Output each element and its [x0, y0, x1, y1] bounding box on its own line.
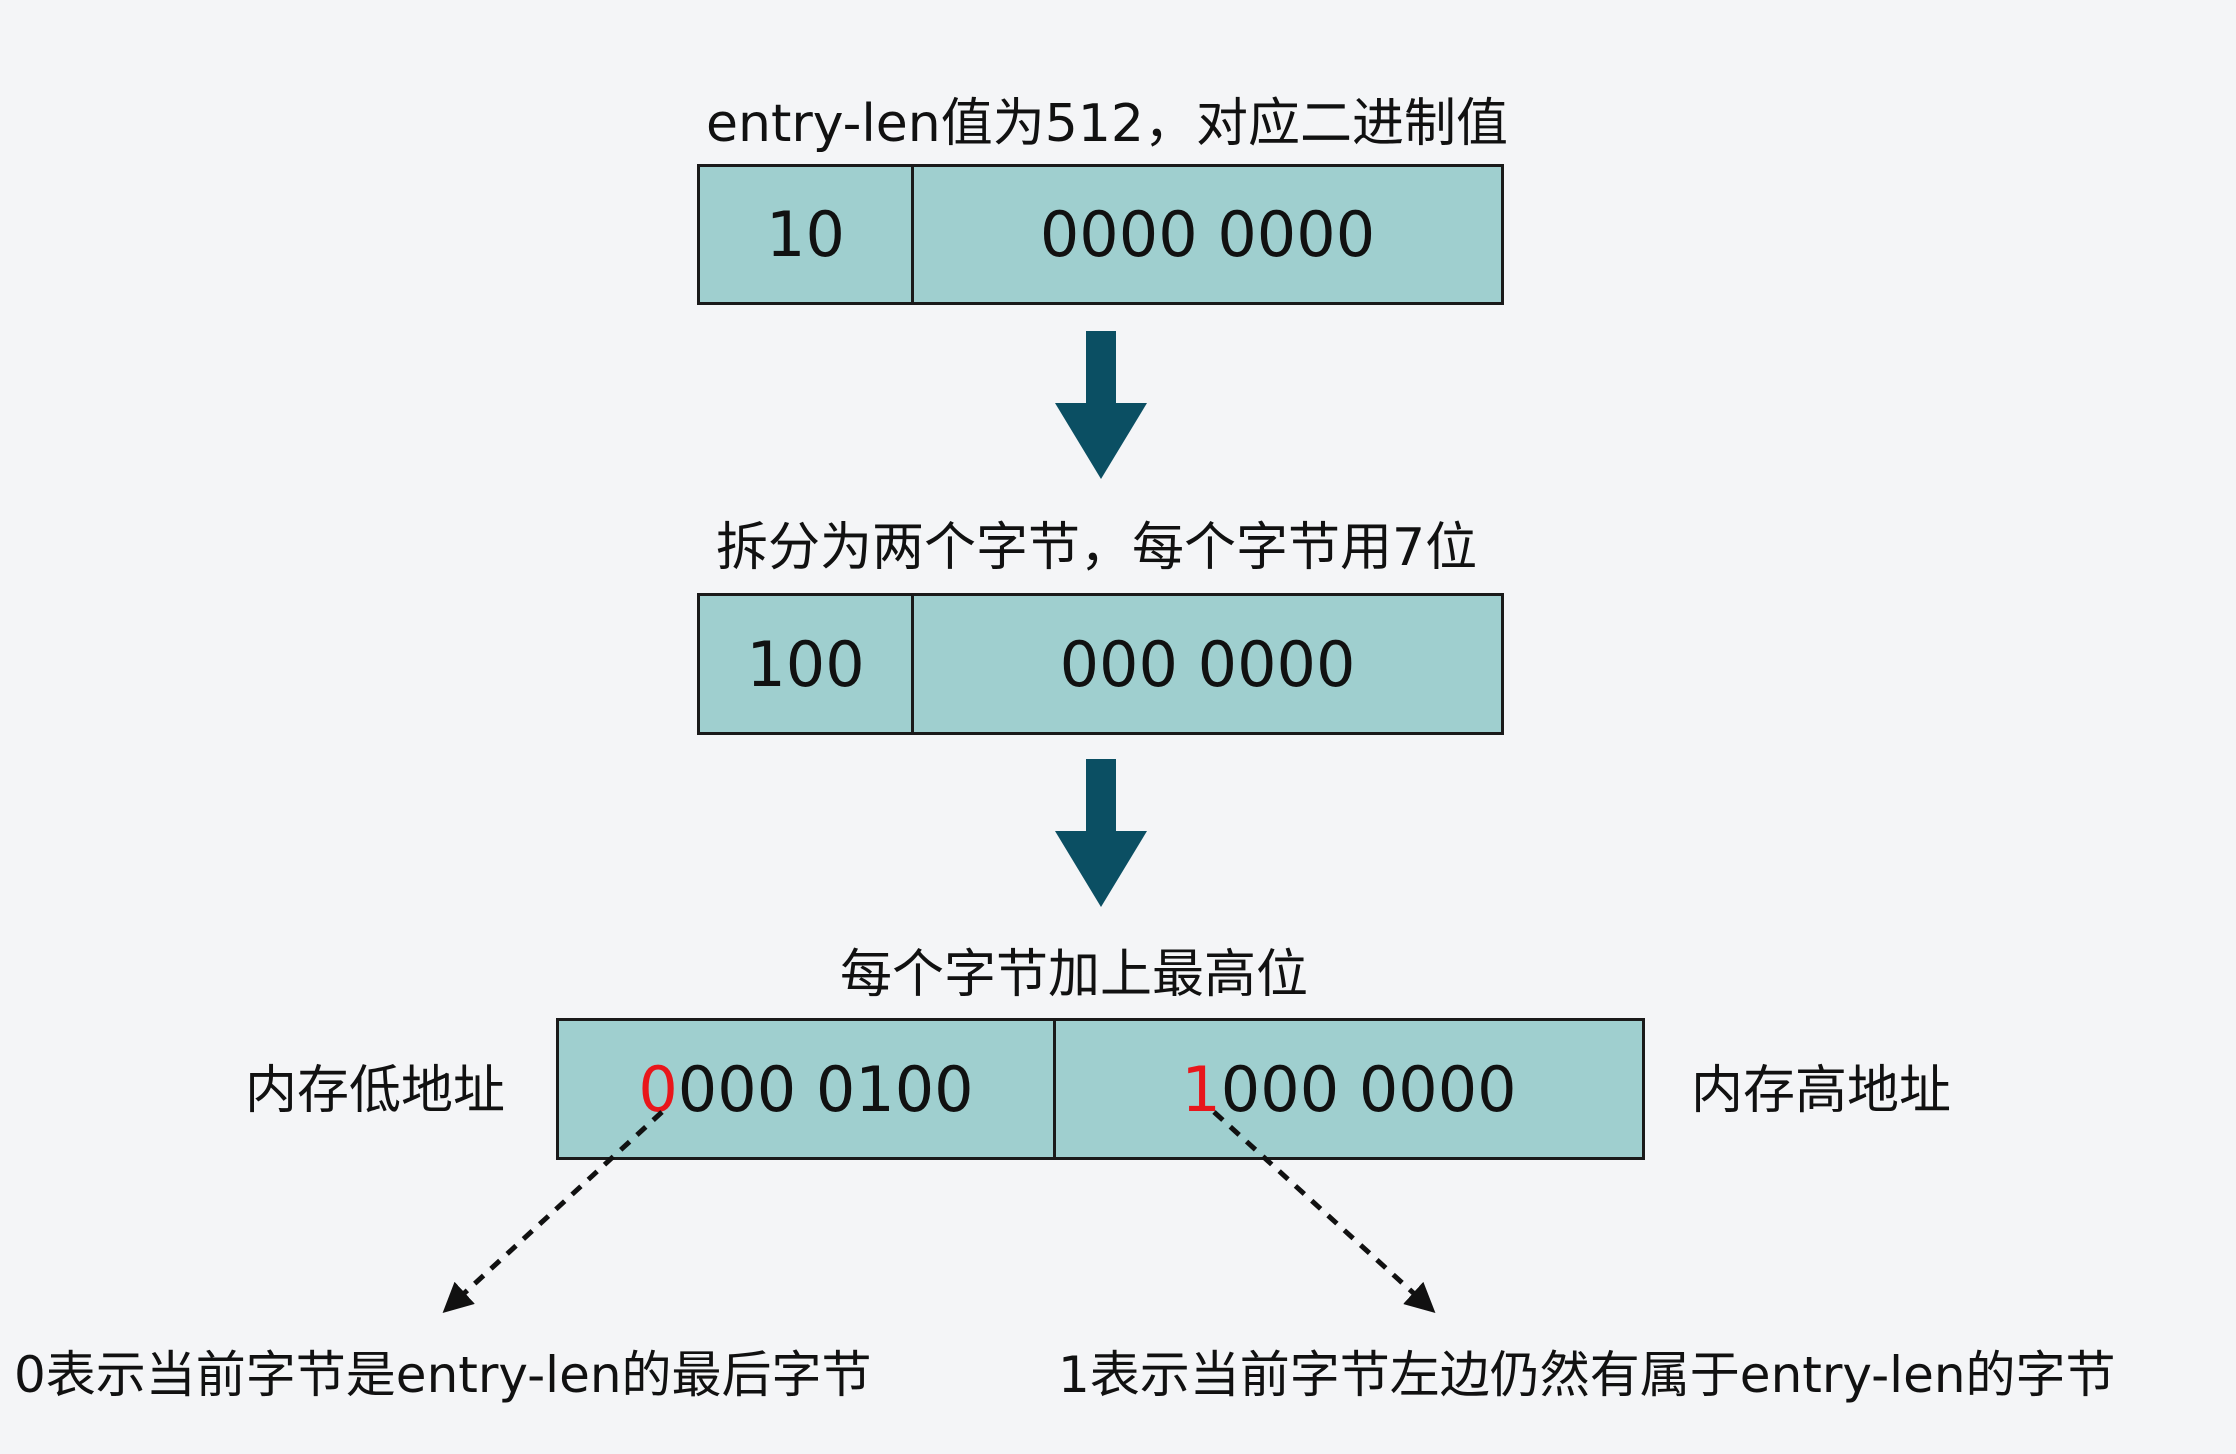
- step2-low-bits-cell: 000 0000: [911, 596, 1501, 732]
- step2-binary-box: 100 000 0000: [697, 593, 1504, 735]
- step2-caption: 拆分为两个字节，每个字节用7位: [716, 518, 1478, 578]
- flag-zero-explanation: 0表示当前字节是entry-len的最后字节: [14, 1346, 872, 1404]
- step1-caption: entry-len值为512，对应二进制值: [706, 94, 1508, 154]
- low-flag-callout-arrow: [442, 1110, 664, 1314]
- step2-high-bits-cell: 100: [746, 627, 865, 701]
- step1-binary-box: 10 0000 0000: [697, 164, 1504, 305]
- flag-one-explanation: 1表示当前字节左边仍然有属于entry-len的字节: [1058, 1346, 2116, 1404]
- high-flag-callout-arrow: [1212, 1110, 1436, 1314]
- step3-caption: 每个字节加上最高位: [840, 945, 1309, 1005]
- high-byte-bits: 000 0000: [1220, 1052, 1517, 1126]
- step1-high-bits-cell: 10: [766, 198, 845, 271]
- step1-low-bits-cell: 0000 0000: [911, 167, 1501, 302]
- memory-low-address-label: 内存低地址: [245, 1061, 506, 1121]
- down-arrow-2: [1055, 759, 1147, 907]
- low-byte-bits: 000 0100: [677, 1052, 974, 1126]
- memory-high-address-label: 内存高地址: [1691, 1061, 1952, 1121]
- down-arrow-1: [1055, 331, 1147, 479]
